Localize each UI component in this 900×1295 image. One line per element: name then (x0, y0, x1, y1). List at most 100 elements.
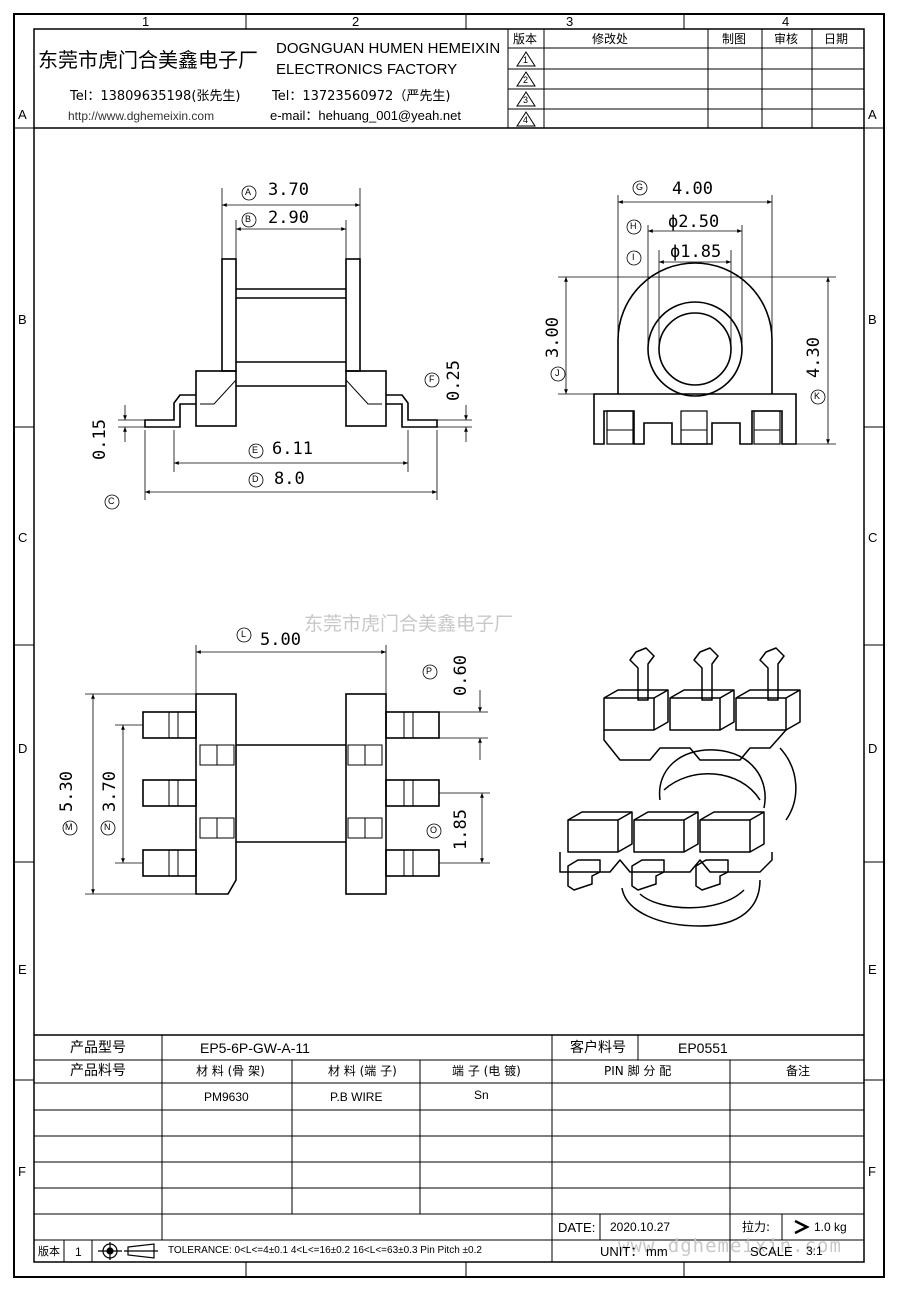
projection-symbol (98, 1242, 158, 1260)
dim-m-value: 5.30 (57, 771, 77, 812)
callout-b: B (245, 214, 252, 224)
rev-col-date: 日期 (824, 32, 849, 46)
version-value: 1 (75, 1245, 82, 1259)
column-label-2: 2 (352, 14, 360, 29)
material-pin-label: 材 料 (端 子) (328, 1064, 397, 1078)
callout-o: O (430, 825, 438, 835)
row-label-c-right: C (868, 530, 878, 545)
contact-tel-1: Tel：13809635198(张先生) (70, 89, 241, 104)
watermark-footer: www.dghemeixin.com (618, 1235, 842, 1257)
terminal-plating-label: 端 子 (电 镀) (452, 1064, 521, 1078)
callout-p: P (426, 666, 433, 676)
header-block (34, 29, 864, 129)
isometric-view-drawing (559, 647, 801, 927)
rev-marker-1: 1 (523, 55, 529, 65)
column-label-4: 4 (782, 14, 790, 29)
contact-email[interactable]: e-mail：hehuang_001@yeah.net (270, 108, 461, 123)
rev-col-version: 版本 (513, 32, 538, 46)
dim-b-value: 2.90 (268, 208, 309, 228)
callout-m: M (65, 822, 73, 832)
row-label-f-right: F (868, 1164, 876, 1179)
product-model-label: 产品型号 (70, 1040, 126, 1056)
row-label-e: E (18, 962, 27, 977)
callout-i: I (632, 252, 635, 262)
product-model-value: EP5-6P-GW-A-11 (200, 1040, 310, 1056)
date-value: 2020.10.27 (610, 1220, 671, 1234)
rev-marker-3: 3 (523, 95, 529, 105)
column-label-3: 3 (566, 14, 574, 29)
dim-c-value: 0.15 (90, 419, 110, 460)
column-label-1: 1 (142, 14, 150, 29)
rev-col-drawn: 制图 (722, 32, 747, 46)
callout-h: H (630, 221, 637, 231)
row-label-d-right: D (868, 741, 878, 756)
product-pn-label: 产品料号 (70, 1063, 126, 1079)
callout-c: C (108, 496, 115, 506)
front-view-drawing (144, 258, 438, 428)
callout-n: N (104, 822, 111, 832)
pull-value: 1.0 kg (814, 1220, 847, 1234)
bottom-view-dimensions (62, 627, 490, 895)
dim-o-value: 1.85 (451, 809, 471, 850)
tolerance-note: TOLERANCE: 0<L<=4±0.1 4<L<=16±0.2 16<L<=… (168, 1245, 482, 1256)
row-label-f: F (18, 1164, 26, 1179)
callout-d: D (252, 474, 259, 484)
scale-label: SCALE (750, 1244, 793, 1259)
row-label-a-right: A (868, 107, 877, 122)
side-view-drawing (593, 262, 797, 445)
bottom-view-drawing (142, 693, 440, 895)
front-view-dimensions (104, 185, 472, 510)
dim-k-value: 4.30 (804, 337, 824, 378)
date-label: DATE: (558, 1220, 596, 1235)
company-name-en-line1: DOGNGUAN HUMEN HEMEIXIN (276, 40, 501, 57)
rev-marker-4: 4 (523, 115, 529, 125)
rev-marker-2: 2 (523, 75, 529, 85)
row-label-c: C (18, 530, 28, 545)
dim-p-value: 0.60 (451, 655, 471, 696)
callout-f: F (429, 374, 435, 384)
pull-label: 拉力: (742, 1220, 771, 1234)
contact-tel-2: Tel：13723560972（严先生) (272, 89, 451, 104)
company-name-en-line2: ELECTRONICS FACTORY (276, 61, 458, 78)
watermark-center: 东莞市虎门合美鑫电子厂 (304, 613, 514, 635)
row-label-e-right: E (868, 962, 877, 977)
dim-i-value: ϕ1.85 (670, 242, 722, 262)
sheet-frame (13, 13, 885, 1278)
unit-label: UNIT： (600, 1244, 644, 1259)
unit-value: mm (646, 1244, 668, 1259)
remarks-label: 备注 (786, 1064, 811, 1078)
dim-l-value: 5.00 (260, 630, 301, 650)
dim-g-value: 4.00 (672, 179, 713, 199)
dim-e-value: 6.11 (272, 439, 313, 459)
material-pin-value: P.B WIRE (330, 1090, 383, 1104)
row-label-b-right: B (868, 312, 877, 327)
company-name-cn: 东莞市虎门合美鑫电子厂 (38, 48, 258, 72)
material-bobbin-value: PM9630 (204, 1090, 249, 1104)
customer-pn-label: 客户料号 (570, 1040, 626, 1056)
side-view-dimensions (550, 180, 836, 445)
company-website[interactable]: http://www.dghemeixin.com (68, 109, 215, 123)
dim-f-value: 0.25 (444, 360, 464, 401)
row-label-b: B (18, 312, 27, 327)
callout-g: G (636, 182, 644, 192)
terminal-plating-value: Sn (474, 1088, 489, 1102)
callout-a: A (245, 187, 252, 197)
dim-d-value: 8.0 (274, 469, 305, 489)
dim-h-value: ϕ2.50 (668, 212, 720, 232)
row-label-a: A (18, 107, 27, 122)
dim-j-value: 3.00 (543, 317, 563, 358)
version-label: 版本 (38, 1245, 60, 1258)
rev-col-check: 审核 (774, 32, 799, 46)
callout-k: K (814, 391, 821, 401)
rev-col-change: 修改处 (592, 32, 629, 46)
callout-e: E (252, 445, 259, 455)
customer-pn-value: EP0551 (678, 1040, 728, 1056)
callout-l: L (241, 629, 247, 639)
title-block-grid (34, 1034, 864, 1262)
pull-greater-equal-symbol (794, 1219, 810, 1235)
callout-j: J (555, 368, 560, 378)
row-label-d: D (18, 741, 28, 756)
dim-a-value: 3.70 (268, 180, 309, 200)
pin-assignment-label: PIN 脚 分 配 (604, 1064, 672, 1078)
